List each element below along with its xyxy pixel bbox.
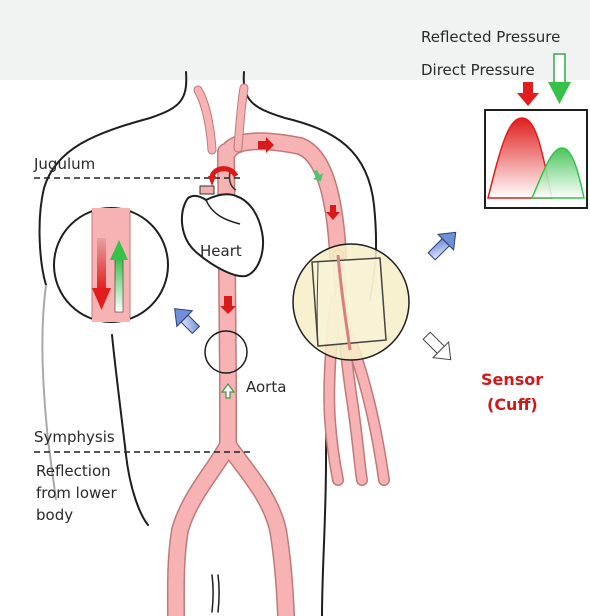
symphysis-label: Symphysis <box>34 428 115 446</box>
aorta-zoom-circle <box>54 208 168 322</box>
zoom-up-arrow-icon <box>115 258 123 312</box>
diagonal-arrow-blue-icon-up <box>424 224 464 264</box>
jugulum-label: Jugulum <box>33 155 95 173</box>
zoom-down-arrow-icon <box>97 238 106 290</box>
legend-direct-label: Direct Pressure <box>421 61 535 79</box>
cuff-sensor <box>293 244 409 360</box>
diagonal-arrow-blue-icon-left <box>167 301 204 338</box>
down-arrow-red-icon <box>517 82 539 106</box>
heart-label: Heart <box>200 242 242 260</box>
aorta-label: Aorta <box>246 378 286 396</box>
sensor-label-line1: Sensor <box>481 370 543 389</box>
diagonal-arrow-white-icon <box>419 328 459 368</box>
reflection-label-line1: Reflection <box>36 462 111 480</box>
reflection-label-line2: from lower <box>36 484 118 502</box>
legend-reflected-label: Reflected Pressure <box>421 28 560 46</box>
reflection-label-line3: body <box>36 506 73 524</box>
sensor-label-line2: (Cuff) <box>487 395 538 414</box>
